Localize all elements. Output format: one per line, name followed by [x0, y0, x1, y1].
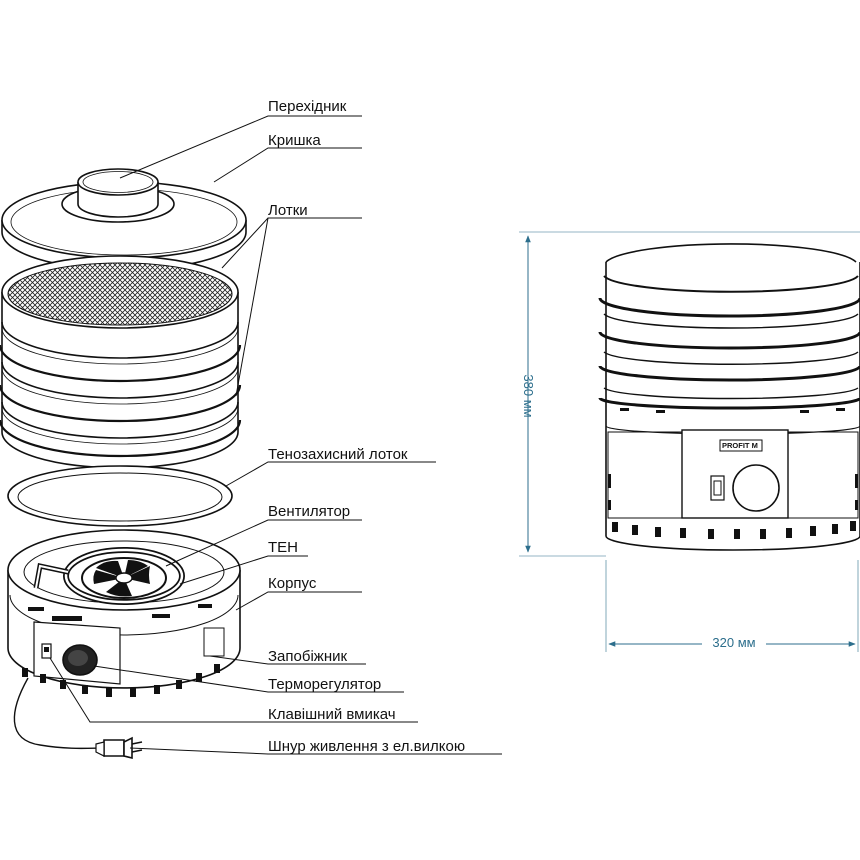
- heater-part: [33, 547, 185, 605]
- label-lid: Кришка: [268, 132, 321, 149]
- label-thermostat: Терморегулятор: [268, 676, 381, 693]
- label-rocker-switch: Клавішний вмикач: [268, 706, 396, 723]
- adapter-part: [61, 168, 175, 223]
- label-heater: ТЕН: [268, 539, 298, 556]
- width-label-bg: [702, 634, 766, 650]
- width-dimension-text: 320 мм: [712, 635, 755, 650]
- label-fuse: Запобіжник: [268, 648, 347, 665]
- assembled-view: PROFIT M: [598, 243, 860, 551]
- label-housing: Корпус: [268, 575, 317, 592]
- leader-lines: [49, 115, 502, 755]
- label-fan: Вентилятор: [268, 503, 350, 520]
- part-labels: Перехідник Кришка Лотки Тенозахисний лот…: [268, 98, 465, 755]
- label-trays: Лотки: [268, 202, 308, 219]
- brand-logo: PROFIT M: [722, 441, 758, 450]
- trays-stack: [0, 255, 242, 469]
- thermostat-part: [62, 644, 98, 676]
- exploded-view: [0, 168, 247, 760]
- fan-part: [81, 557, 167, 599]
- fuse-part: [41, 643, 52, 659]
- housing-part: [7, 529, 241, 697]
- label-heat-shield-tray: Тенозахисний лоток: [268, 446, 408, 463]
- power-cord-part: [13, 677, 143, 760]
- height-dimension: 380 мм: [521, 374, 536, 417]
- heat-shield-tray-part: [7, 465, 233, 527]
- label-adapter: Перехідник: [268, 98, 347, 115]
- label-power-cord: Шнур живлення з ел.вилкою: [268, 738, 465, 755]
